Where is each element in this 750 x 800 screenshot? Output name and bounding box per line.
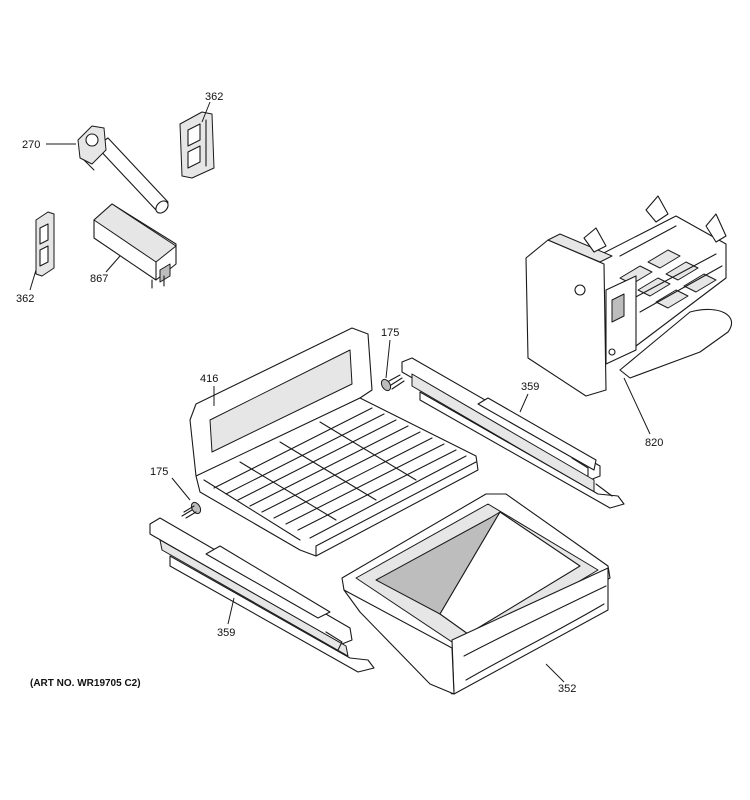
part-359-rail-right[interactable] (401, 357, 625, 509)
part-359-rail-left[interactable] (149, 517, 375, 673)
part-867-guide[interactable] (93, 203, 177, 289)
callout-352: 352 (558, 683, 576, 695)
callout-362-top: 362 (205, 91, 223, 103)
part-820-ice-maker[interactable] (525, 195, 733, 397)
callout-867: 867 (90, 273, 108, 285)
callout-359-right: 359 (521, 381, 539, 393)
art-number: (ART NO. WR19705 C2) (30, 678, 141, 689)
callout-359-left: 359 (217, 627, 235, 639)
leader-lines (29, 101, 651, 683)
callout-820: 820 (645, 437, 663, 449)
callout-416: 416 (200, 373, 218, 385)
callout-175-top: 175 (381, 327, 399, 339)
part-362-bracket-top[interactable] (179, 111, 215, 179)
part-352-ice-pan[interactable] (341, 493, 611, 695)
part-270-fill-tube[interactable] (77, 125, 170, 215)
part-175-screw-left[interactable] (181, 501, 202, 519)
part-175-screw-top[interactable] (380, 374, 405, 392)
callout-270: 270 (22, 139, 40, 151)
part-362-bracket-left[interactable] (35, 211, 55, 277)
part-416-shelf[interactable] (189, 327, 479, 557)
callout-362-left: 362 (16, 293, 34, 305)
callout-175-left: 175 (150, 466, 168, 478)
